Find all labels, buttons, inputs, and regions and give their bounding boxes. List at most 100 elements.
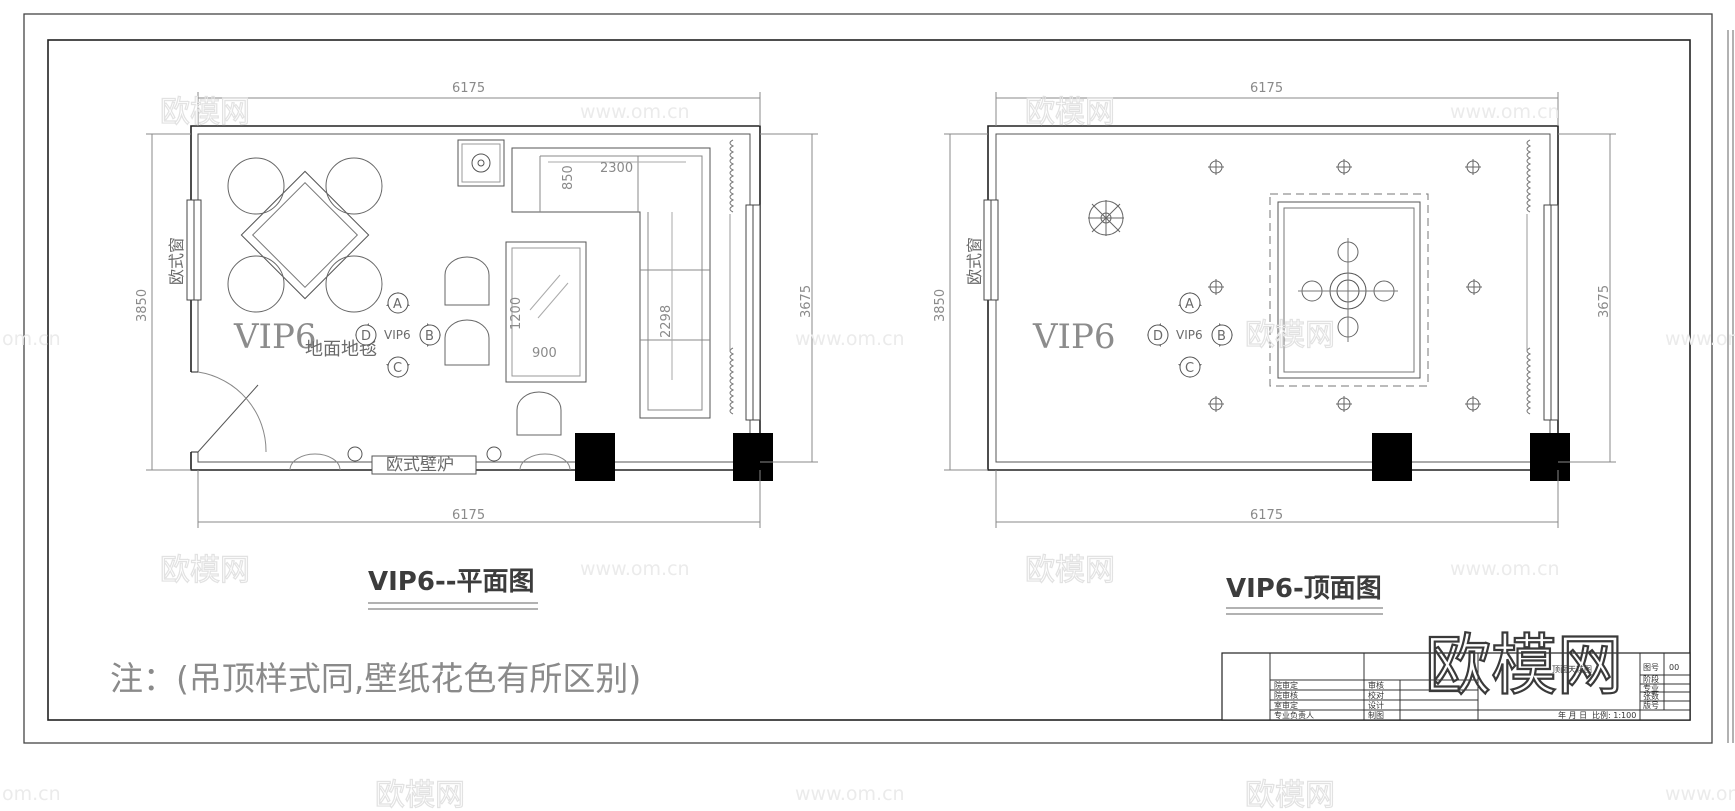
- column: [1372, 433, 1412, 481]
- svg-text:www.om.cn: www.om.cn: [795, 328, 905, 350]
- svg-text:C: C: [1185, 361, 1194, 376]
- svg-text:年 月 日: 年 月 日: [1558, 710, 1587, 720]
- downlights: [1208, 159, 1482, 412]
- dim-table-height: 1200: [509, 297, 524, 330]
- watermarks: 欧模网 欧模网 欧模网 欧模网 欧模网 欧模网 欧模网 www.om.cn ww…: [2, 94, 1735, 811]
- svg-text:欧模网: 欧模网: [1245, 778, 1335, 811]
- svg-text:制图: 制图: [1368, 710, 1384, 720]
- armchair: [444, 319, 490, 366]
- svg-text:阶段: 阶段: [1643, 674, 1659, 684]
- drawing-name: 顶面天花图: [1552, 664, 1592, 674]
- sconce: [347, 446, 363, 462]
- svg-text:图号: 图号: [1643, 663, 1659, 672]
- svg-text:欧模网: 欧模网: [160, 95, 250, 130]
- armchair: [516, 391, 562, 436]
- fireplace: [371, 455, 477, 475]
- plan-dim-left: 3850: [135, 289, 150, 322]
- svg-text:室审定: 室审定: [1274, 700, 1298, 710]
- ceiling-fan-icon: [1088, 200, 1124, 236]
- ceiling-window-label: 欧式窗: [965, 237, 984, 285]
- svg-text:版号: 版号: [1643, 700, 1659, 710]
- column: [575, 433, 615, 481]
- ceiling-inner-wall: [995, 133, 1551, 463]
- ceiling-recess: [1277, 201, 1421, 379]
- sconce: [486, 446, 502, 462]
- fireplace-label: 欧式壁炉: [386, 455, 454, 475]
- ceiling-dim-top: 6175: [1250, 81, 1283, 96]
- svg-text:欧模网: 欧模网: [160, 553, 250, 588]
- ceiling-title: VIP6-顶面图: [1226, 574, 1382, 604]
- svg-text:A: A: [1185, 297, 1194, 312]
- door-swing: [197, 371, 267, 453]
- svg-text:om.cn: om.cn: [2, 783, 61, 805]
- dim-sofa-side: 2298: [659, 305, 674, 338]
- svg-text:www.om.cn: www.om.cn: [580, 558, 690, 580]
- door-leaf: [197, 384, 259, 453]
- svg-text:www.om.cn: www.om.cn: [1450, 558, 1560, 580]
- dim-table-width: 900: [532, 346, 557, 361]
- svg-text:D: D: [1153, 329, 1163, 344]
- ceiling-outer-wall: [987, 125, 1559, 471]
- svg-text:设计: 设计: [1368, 700, 1384, 710]
- svg-text:VIP6: VIP6: [384, 328, 411, 342]
- svg-text:om.cn: om.cn: [2, 328, 61, 350]
- svg-text:张数: 张数: [1643, 691, 1659, 701]
- floor-plan: 欧式窗: [135, 81, 818, 610]
- ceiling-plan: 欧式窗: [933, 81, 1616, 615]
- plan-dim-right: 3675: [799, 285, 814, 318]
- carpet-label: 地面地毯: [305, 339, 377, 360]
- svg-text:院审定: 院审定: [1274, 680, 1298, 690]
- ceiling-dim-right: 3675: [1597, 285, 1612, 318]
- svg-text:校对: 校对: [1368, 690, 1384, 700]
- svg-text:专业: 专业: [1643, 683, 1659, 693]
- ceiling-dim-left: 3850: [933, 289, 948, 322]
- plan-view-index: A C D B VIP6: [355, 292, 441, 378]
- scale-label: 比例: 1:100: [1592, 710, 1636, 720]
- plan-dim-top: 6175: [452, 81, 485, 96]
- svg-text:A: A: [393, 297, 402, 312]
- l-sofa: [511, 147, 711, 419]
- dim-sofa-depth: 850: [561, 165, 576, 190]
- ceiling-recess-outline: [1269, 193, 1429, 387]
- svg-text:审核: 审核: [1368, 680, 1384, 690]
- svg-text:www.om.cn: www.om.cn: [1665, 783, 1735, 805]
- svg-text:欧模网: 欧模网: [1245, 318, 1335, 353]
- svg-text:B: B: [425, 329, 434, 344]
- curtain-bottom: [729, 347, 735, 415]
- ceiling-room-label: VIP6: [1032, 317, 1116, 357]
- svg-text:欧模网: 欧模网: [1025, 95, 1115, 130]
- title-block: 院审定 院审核 室审定 专业负责人 审核 校对 设计 制图 顶面天花图 图号 0…: [1221, 626, 1691, 721]
- drawing-note: 注：(吊顶样式同,壁纸花色有所区别): [110, 659, 641, 698]
- plan-dim-bottom: 6175: [452, 508, 485, 523]
- svg-text:欧模网: 欧模网: [375, 778, 465, 811]
- column: [1530, 433, 1570, 481]
- brand-logo: 欧模网: [1425, 627, 1623, 704]
- armchair: [444, 256, 490, 306]
- curtain-top: [729, 139, 735, 213]
- svg-text:欧模网: 欧模网: [1025, 553, 1115, 588]
- column: [733, 433, 773, 481]
- drawing-number: 00: [1669, 663, 1679, 672]
- svg-text:www.om.cn: www.om.cn: [580, 101, 690, 123]
- svg-text:www.om.cn: www.om.cn: [1450, 101, 1560, 123]
- dining-set: [227, 157, 383, 313]
- ceiling-dim-bottom: 6175: [1250, 508, 1283, 523]
- svg-text:B: B: [1217, 329, 1226, 344]
- svg-text:C: C: [393, 361, 402, 376]
- svg-text:www.om.cn: www.om.cn: [795, 783, 905, 805]
- lamp: [471, 153, 491, 173]
- ceiling-view-index: A C D B VIP6: [1147, 292, 1233, 378]
- svg-text:D: D: [361, 329, 371, 344]
- outer-frame: [23, 13, 1713, 744]
- side-table: [457, 139, 505, 187]
- plan-window-label: 欧式窗: [167, 237, 186, 285]
- svg-text:院审核: 院审核: [1274, 690, 1298, 700]
- svg-text:www.om.cn: www.om.cn: [1665, 328, 1735, 350]
- svg-text:专业负责人: 专业负责人: [1274, 710, 1314, 720]
- inner-frame: [47, 39, 1691, 721]
- chandelier-icon: [1298, 238, 1398, 342]
- coffee-table: [505, 241, 587, 383]
- dim-sofa-length: 2300: [600, 161, 633, 176]
- plan-room-label: VIP6: [233, 317, 317, 357]
